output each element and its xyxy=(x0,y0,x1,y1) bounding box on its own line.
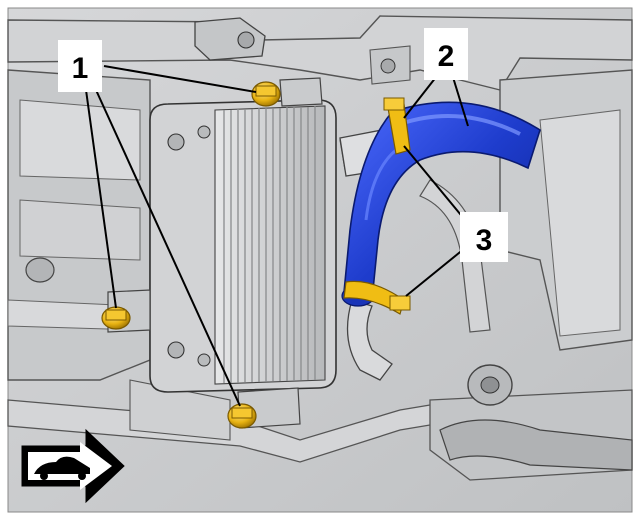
bolt-bottom xyxy=(227,403,257,429)
callout-3: 3 xyxy=(460,212,508,262)
front-of-vehicle-arrow-icon xyxy=(21,428,125,504)
cooler-fins xyxy=(223,106,316,383)
callout-1: 1 xyxy=(58,40,102,92)
leader-3-upper xyxy=(403,145,471,227)
leader-1-left xyxy=(85,89,117,309)
leader-1-bottom xyxy=(95,89,241,407)
oil-cooler xyxy=(107,77,337,429)
clamp-lower xyxy=(343,280,411,315)
leader-2-right xyxy=(451,73,469,127)
bolt-left xyxy=(101,306,131,330)
callout-2-label: 2 xyxy=(438,40,455,73)
cooler-bolts xyxy=(101,81,281,429)
callout-1-label: 1 xyxy=(72,52,89,85)
leader-3-lower xyxy=(405,243,471,297)
leader-1-top xyxy=(103,65,257,93)
callout-3-label: 3 xyxy=(476,224,493,257)
bolt-top xyxy=(251,81,281,107)
leader-lines xyxy=(85,65,471,407)
callout-2: 2 xyxy=(424,28,468,80)
